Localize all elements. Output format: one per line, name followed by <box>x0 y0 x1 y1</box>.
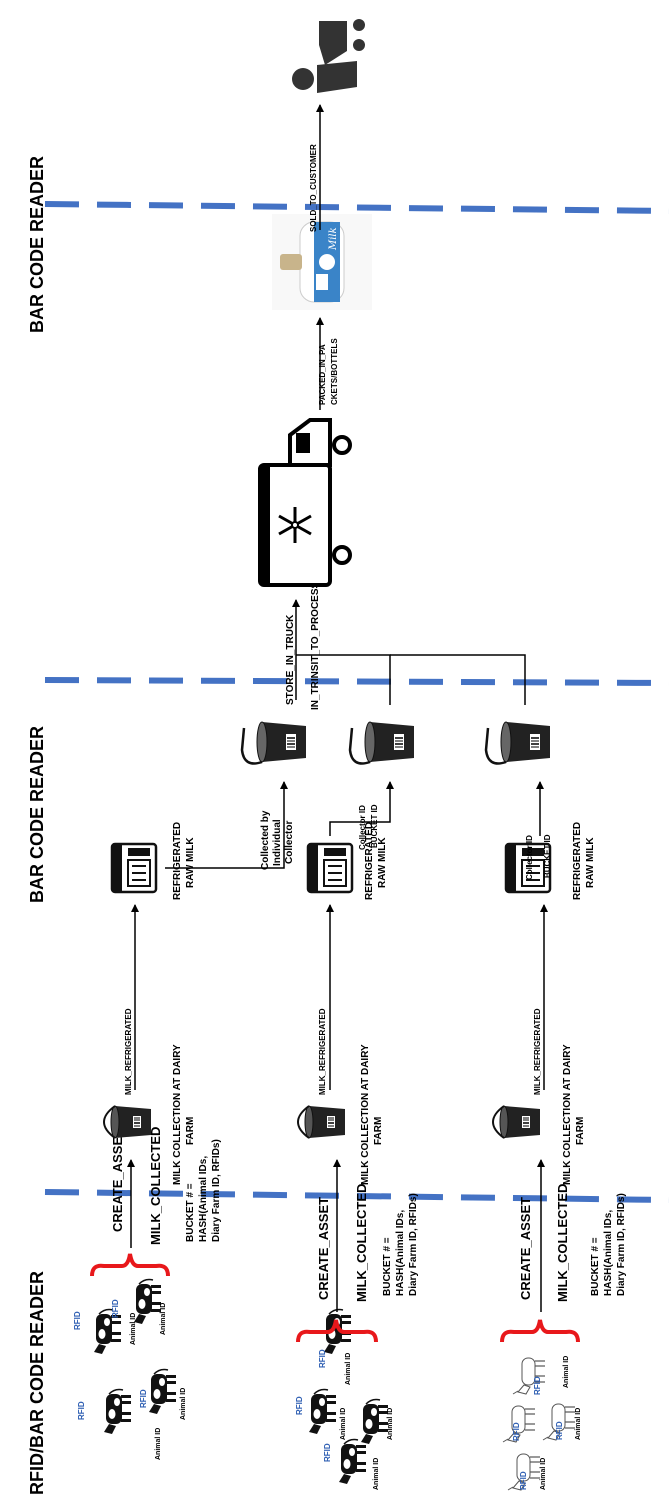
milk-refrigerated-label: MILK_REFRIGERATED <box>533 1008 542 1095</box>
herd-2: RFID RFID RFID Animal ID Animal ID Anima… <box>295 1310 394 1491</box>
refrigerated-tank-icon <box>112 844 156 892</box>
collector-pail-icon <box>242 722 306 764</box>
herd-1: RFID RFID RFID RFID Animal ID Animal ID … <box>73 1280 187 1461</box>
row-1: RFID RFID RFID RFID Animal ID Animal ID … <box>73 722 306 1460</box>
cow-icon <box>134 1280 161 1325</box>
animal-id-label: Animal ID <box>540 1458 547 1490</box>
herd-3: RFID RFID RFID RFID Animal ID Animal ID … <box>503 1356 582 1490</box>
cow-icon <box>339 1440 366 1485</box>
bucket-hash-label: BUCKET # = HASH(Animal IDs, Diary Farm I… <box>590 1193 627 1296</box>
zone-divider-3 <box>45 204 669 211</box>
refrigerated-truck-icon <box>260 420 350 585</box>
collector-pail-icon <box>350 722 414 764</box>
rfid-tag-label: RFID <box>318 1349 327 1368</box>
milk-collected-label: MILK_COLLECTED <box>555 1184 570 1302</box>
rfid-tag-label: RFID <box>77 1401 86 1420</box>
rfid-tag-label: RFID <box>323 1443 332 1462</box>
cow-icon <box>104 1390 131 1435</box>
milk-refrigerated-label: MILK_REFRIGERATED <box>318 1008 327 1095</box>
animal-id-label: Animal ID <box>387 1408 394 1440</box>
cow-icon <box>309 1390 336 1435</box>
sold-to-customer-label: SOLD_TO_CUSTOMER <box>309 144 318 232</box>
animal-id-label: Animal ID <box>563 1356 570 1388</box>
animal-id-label: Animal ID <box>155 1428 162 1460</box>
milk-bucket-icon <box>493 1106 540 1138</box>
rfid-tag-label: RFID <box>555 1421 564 1440</box>
zone-label-barcode-2: BAR CODE READER <box>27 156 47 333</box>
rfid-tag-label: RFID <box>111 1299 120 1318</box>
milk-bucket-icon <box>298 1106 345 1138</box>
zone-divider-2 <box>45 680 669 683</box>
packed-label: PACKED_IN_PA CKETS/BOTTELS <box>318 338 339 405</box>
cow-icon <box>149 1370 176 1415</box>
rfid-tag-label: RFID <box>533 1376 542 1395</box>
animal-id-label: Animal ID <box>575 1408 582 1440</box>
collector-pail-icon <box>486 722 550 764</box>
refrigerated-tank-icon <box>308 844 352 892</box>
animal-id-label: Animal ID <box>373 1458 380 1490</box>
milk-collected-label: MILK_COLLECTED <box>354 1184 369 1302</box>
farm-collection-label: MILK COLLECTION AT DAIRY FARM <box>360 1042 384 1185</box>
create-asset-label: CREATE_ASSET <box>316 1197 331 1300</box>
animal-id-label: Animal ID <box>160 1303 167 1335</box>
truck-connectors: STORE_IN_TRUCK IN_TRINSIT_TO_PROCESSOR <box>285 566 525 710</box>
animal-id-label: Animal ID <box>130 1313 137 1345</box>
bucket-hash-label: BUCKET # = HASH(Animal IDs, Diary Farm I… <box>382 1193 419 1296</box>
bucket-hash-label: BUCKET # = HASH(Animal IDs, Diary Farm I… <box>185 1139 222 1242</box>
milk-collected-label: MILK_COLLECTED <box>148 1127 163 1245</box>
create-asset-label: CREATE_ASSET <box>110 1129 125 1232</box>
store-in-truck-label: STORE_IN_TRUCK <box>285 614 296 705</box>
rfid-tag-label: RFID <box>295 1396 304 1415</box>
row-3: RFID RFID RFID RFID Animal ID Animal ID … <box>486 722 627 1490</box>
zone-label-rfid: RFID/BAR CODE READER <box>27 1271 47 1495</box>
rfid-tag-label: RFID <box>519 1471 528 1490</box>
zone-label-barcode-1: BAR CODE READER <box>27 726 47 903</box>
rfid-tag-label: RFID <box>139 1389 148 1408</box>
animal-id-label: Animal ID <box>345 1353 352 1385</box>
milk-refrigerated-label: MILK_REFRIGERATED <box>124 1008 133 1095</box>
milk-bottle-icon: Milk <box>272 214 372 310</box>
animal-id-label: Animal ID <box>340 1408 347 1440</box>
customer-cart-icon <box>292 19 365 93</box>
brace-3 <box>502 1320 578 1342</box>
refrigerated-raw-milk-label: REFRIGERATED RAW MILK <box>172 819 196 900</box>
create-asset-label: CREATE_ASSET <box>518 1197 533 1300</box>
bottle-label: Milk <box>328 227 339 251</box>
cow-icon <box>361 1400 388 1445</box>
farm-collection-label: MILK COLLECTION AT DAIRY FARM <box>562 1042 586 1185</box>
refrigerated-raw-milk-label: REFRIGERATED RAW MILK <box>572 819 596 900</box>
in-transit-label: IN_TRINSIT_TO_PROCESSOR <box>310 566 321 710</box>
rfid-tag-label: RFID <box>73 1311 82 1330</box>
farm-collection-label: MILK COLLECTION AT DAIRY FARM <box>172 1042 196 1185</box>
rfid-tag-label: RFID <box>512 1422 521 1441</box>
brace-1 <box>92 1254 168 1276</box>
collector-label: Collected by Individual Collector <box>260 808 295 870</box>
animal-id-label: Animal ID <box>180 1388 187 1420</box>
row-2: RFID RFID RFID Animal ID Animal ID Anima… <box>295 722 419 1490</box>
